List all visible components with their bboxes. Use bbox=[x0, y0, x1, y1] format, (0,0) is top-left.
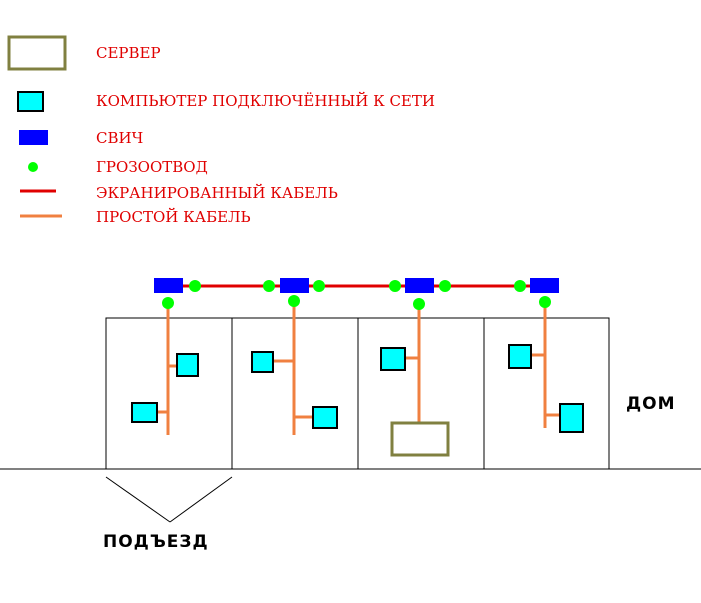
lightning-rod-3c bbox=[413, 298, 425, 310]
lightning-rod-2a bbox=[263, 280, 275, 292]
legend-lightning-rod-label: ГРОЗООТВОД bbox=[96, 158, 208, 176]
legend-computer-label: КОМПЬЮТЕР ПОДКЛЮЧЁННЫЙ К СЕТИ bbox=[96, 91, 435, 110]
legend-switch-label: СВИЧ bbox=[96, 129, 143, 147]
computer-2b bbox=[312, 406, 338, 429]
entrance-pointer-left bbox=[105, 476, 171, 523]
house-label: ДОМ bbox=[626, 394, 676, 414]
legend: СЕРВЕР КОМПЬЮТЕР ПОДКЛЮЧЁННЫЙ К СЕТИ СВИ… bbox=[7, 35, 435, 226]
lightning-rod-2b bbox=[313, 280, 325, 292]
computer-1a bbox=[176, 353, 199, 377]
legend-shielded-cable-label: ЭКРАНИРОВАННЫЙ КАБЕЛЬ bbox=[96, 183, 338, 202]
computer-4b bbox=[559, 403, 584, 433]
lightning-rod-2c bbox=[288, 295, 300, 307]
house bbox=[105, 317, 610, 470]
entrance-label: ПОДЪЕЗД bbox=[103, 532, 209, 552]
computer-4a bbox=[508, 344, 532, 369]
legend-lightning-rod-symbol bbox=[28, 162, 38, 172]
legend-simple-cable-label: ПРОСТОЙ КАБЕЛЬ bbox=[96, 207, 251, 226]
switches bbox=[154, 278, 559, 293]
switch-3 bbox=[405, 278, 434, 293]
switch-4 bbox=[530, 278, 559, 293]
lightning-rod-1b bbox=[162, 297, 174, 309]
computer-2a bbox=[251, 351, 274, 373]
lightning-rods bbox=[162, 280, 551, 310]
lightning-rod-3a bbox=[389, 280, 401, 292]
entrance-section-3 bbox=[357, 317, 485, 470]
legend-computer-symbol bbox=[17, 91, 44, 112]
simple-cables bbox=[157, 302, 560, 435]
lightning-rod-3b bbox=[439, 280, 451, 292]
legend-server-symbol bbox=[7, 35, 67, 71]
computer-1b bbox=[131, 402, 158, 423]
switch-2 bbox=[280, 278, 309, 293]
entrance-pointer-right bbox=[169, 476, 233, 523]
lightning-rod-1a bbox=[189, 280, 201, 292]
legend-server-label: СЕРВЕР bbox=[96, 44, 161, 62]
lightning-rod-4a bbox=[514, 280, 526, 292]
computers bbox=[131, 344, 584, 433]
server bbox=[390, 421, 450, 457]
switch-1 bbox=[154, 278, 183, 293]
legend-switch-symbol bbox=[19, 130, 48, 145]
lightning-rod-4b bbox=[539, 296, 551, 308]
computer-3a bbox=[380, 347, 406, 371]
